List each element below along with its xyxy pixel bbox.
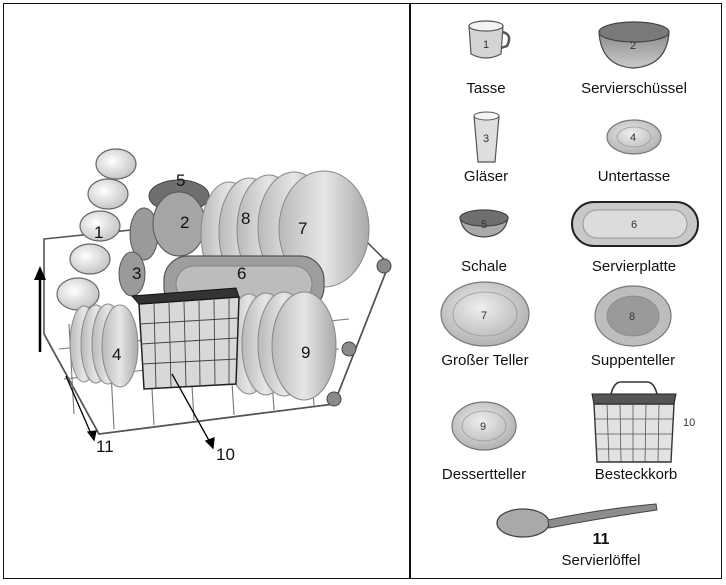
callout-2: 2	[180, 213, 189, 232]
legend-num-2: 2	[630, 40, 636, 52]
callout-6: 6	[237, 264, 246, 283]
callout-7: 7	[298, 219, 307, 238]
soup-plate-icon: 8	[594, 285, 672, 347]
cup-icon: 1	[468, 20, 511, 59]
pull-out-arrow-icon	[34, 266, 46, 352]
glass-icon: 3	[473, 111, 500, 163]
legend-label-4: Untertasse	[597, 168, 671, 185]
legend-label-5: Schale	[461, 258, 507, 275]
legend-num-9: 9	[480, 421, 486, 433]
cups-row	[56, 148, 137, 311]
legend-label-9: Dessertteller	[441, 466, 527, 483]
legend-num-1: 1	[483, 39, 489, 51]
loaded-basket-illustration: 1 2 3 4 5 6 7 8 9 10 11	[34, 148, 392, 464]
legend-num-6: 6	[631, 219, 637, 231]
legend-label-10: Besteckkorb	[594, 466, 678, 483]
callout-9: 9	[301, 343, 310, 362]
legend-label-2: Servierschüssel	[581, 80, 687, 97]
legend-num-11: 11	[592, 531, 610, 548]
dessert-plate-icon: 9	[451, 401, 517, 451]
glasses-group	[118, 207, 159, 297]
legend-icons: 1 2 3 4	[440, 20, 699, 538]
large-plate-icon: 7	[440, 281, 530, 347]
saucer-icon: 4	[606, 119, 662, 155]
basket-illustration-panel: 1 2 3 4 5 6 7 8 9 10 11	[4, 4, 409, 578]
leader-lines	[65, 373, 215, 450]
callout-8: 8	[241, 209, 250, 228]
legend-num-7: 7	[481, 310, 487, 322]
serving-bowl-icon: 2	[598, 21, 670, 69]
callout-3: 3	[132, 264, 141, 283]
small-bowl-icon: 5	[459, 209, 509, 238]
callout-4: 4	[112, 345, 121, 364]
callout-1: 1	[94, 223, 103, 242]
callout-5: 5	[176, 171, 185, 190]
callout-10: 10	[216, 445, 235, 464]
legend-num-4: 4	[630, 132, 636, 144]
column-divider	[409, 4, 411, 578]
legend-label-7: Großer Teller	[441, 352, 529, 369]
legend-panel: 1 2 3 4	[411, 4, 723, 578]
basket-wheels	[326, 258, 392, 407]
legend-label-1: Tasse	[466, 80, 506, 97]
cutlery-basket	[130, 287, 240, 390]
legend-num-10: 10	[683, 417, 695, 429]
cutlery-basket-icon: 10	[591, 381, 695, 463]
legend-label-8: Suppenteller	[590, 352, 676, 369]
callout-11: 11	[96, 437, 114, 456]
serving-platter-icon: 6	[571, 201, 699, 247]
legend-label-3: Gläser	[463, 168, 509, 185]
legend-num-3: 3	[483, 133, 489, 145]
serving-bowl	[152, 191, 206, 257]
serving-spoon-icon	[496, 503, 658, 538]
legend-label-11: Servierlöffel	[561, 552, 641, 569]
legend-label-6: Servierplatte	[591, 258, 677, 275]
document-frame: 1 2 3 4 5 6 7 8 9 10 11	[3, 3, 722, 579]
legend-num-5: 5	[481, 219, 487, 231]
legend-num-8: 8	[629, 311, 635, 323]
dessert-plates-stack	[226, 291, 337, 401]
saucers-stack	[69, 303, 139, 388]
